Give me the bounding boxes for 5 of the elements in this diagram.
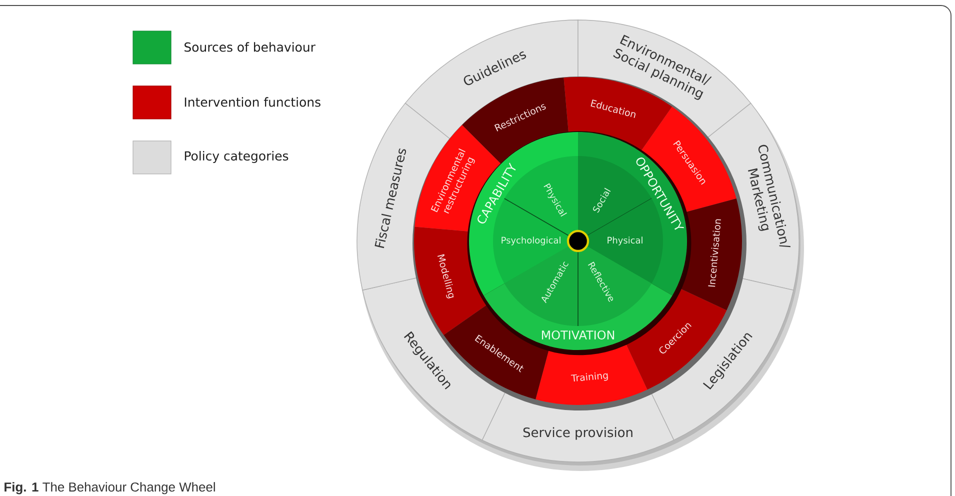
legend-label: Policy categories <box>184 150 288 164</box>
legend-label: Sources of behaviour <box>184 42 316 52</box>
ring-segment: Training <box>536 340 648 405</box>
figure-caption: Fig. 1 The Behaviour Change Wheel <box>4 482 215 494</box>
legend-label: Intervention functions <box>184 97 320 107</box>
